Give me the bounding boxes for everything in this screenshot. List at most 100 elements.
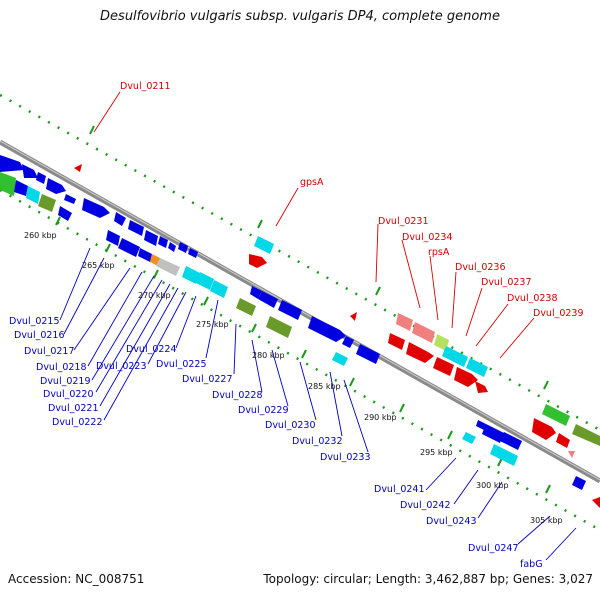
gene-box [462,432,476,444]
gene-box [38,194,56,212]
gene-box [434,334,449,351]
tick-mark [105,243,111,253]
gene-box [278,300,302,320]
lower-gene-labels: Dvul_0215 Dvul_0216 Dvul_0217 Dvul_0218 … [9,316,543,570]
tick-mark [375,286,381,296]
gene-box [128,220,144,236]
leader-line [147,291,187,365]
gene-arrow [249,254,267,268]
gene-arrow [178,242,188,253]
leader-line [425,457,457,491]
gene-box [572,424,600,446]
gene-box [442,346,468,367]
leader-line [453,469,479,505]
tick-mark [399,403,405,413]
gene-arrow [342,336,354,348]
gene-label: Dvul_0238 [507,293,558,304]
leader-line [451,271,457,329]
lower-leaders [59,247,577,561]
gene-arrow [64,194,76,204]
tick-mark [543,380,549,390]
gene-box [490,444,518,466]
gene-arrow [475,381,488,393]
gene-label: Dvul_0211 [120,81,171,92]
leader-line [517,515,551,545]
gene-label: Dvul_0239 [533,308,584,319]
gene-box [500,432,522,450]
gene-box [182,266,200,284]
gene-box [106,230,120,246]
gene-arrow [114,212,126,226]
leader-line [103,287,179,421]
gene-label: Dvul_0232 [292,436,343,447]
gene-box [0,172,16,196]
gene-arrow [454,367,478,387]
tick-mark [89,125,95,135]
gene-arrow [350,312,357,321]
gene-label: rpsA [428,247,450,258]
gene-label: Dvul_0229 [238,405,289,416]
leader-line [429,255,439,321]
leader-line [465,287,483,337]
gene-arrow [572,476,586,490]
gene-label: Dvul_0221 [48,403,99,414]
gene-label: Dvul_0247 [468,543,519,554]
gene-label: Dvul_0216 [14,330,65,341]
gene-arrow [188,248,198,258]
gene-label: Dvul_0223 [96,361,147,372]
tick-label: 280 kbp [252,351,285,360]
gene-box [258,291,278,308]
outer-scale-line [0,93,600,432]
gene-box [556,433,570,448]
leader-line [95,279,163,393]
gene-arrow [74,164,82,172]
gene-box [396,313,413,331]
leader-line [329,371,343,437]
tick-mark [545,484,551,494]
gene-box [466,358,488,377]
gene-label: Dvul_0219 [40,376,91,387]
tick-label: 295 kbp [420,448,453,457]
leader-line [401,239,421,309]
gene-box [433,357,454,376]
gene-box [266,316,292,338]
genome-summary-text: Topology: circular; Length: 3,462,887 bp… [263,572,593,586]
gene-box [210,280,228,298]
gene-box [332,352,348,366]
gene-arrow [158,236,168,248]
gene-arrow [36,172,46,184]
gene-arrow [406,342,434,363]
leader-line [545,527,577,561]
tick-mark [349,377,355,387]
tick-label: 305 kbp [530,516,563,525]
gene-label: fabG [520,559,543,570]
tick-mark [55,216,61,226]
gene-arrow [82,198,110,218]
upper-gene-labels: Dvul_0211 gpsA Dvul_0231 Dvul_0234 rpsA … [120,81,584,319]
inner-scale-line [0,188,600,532]
reverse-strand-genes [0,155,600,490]
gene-arrow [250,286,262,299]
gene-box [144,230,158,246]
gene-arrow [168,242,176,252]
gene-arrow [22,164,38,178]
accession-text: Accession: NC_008751 [8,572,145,586]
scale-lines [0,93,600,532]
tick-mark [203,296,209,306]
leader-line [375,223,379,283]
gene-arrow [476,420,486,430]
leader-line [477,481,503,519]
forward-strand-genes [74,164,600,508]
gene-box [196,272,214,290]
gene-label: Dvul_0225 [156,359,207,370]
gene-box [482,424,504,443]
leader-line [475,303,509,347]
gene-label: Dvul_0230 [265,420,316,431]
tick-mark [153,269,159,279]
tick-mark [251,323,257,333]
gene-box [138,248,152,262]
gene-arrow [568,451,575,458]
gene-label: Dvul_0217 [24,346,75,357]
leader-line [275,187,299,227]
